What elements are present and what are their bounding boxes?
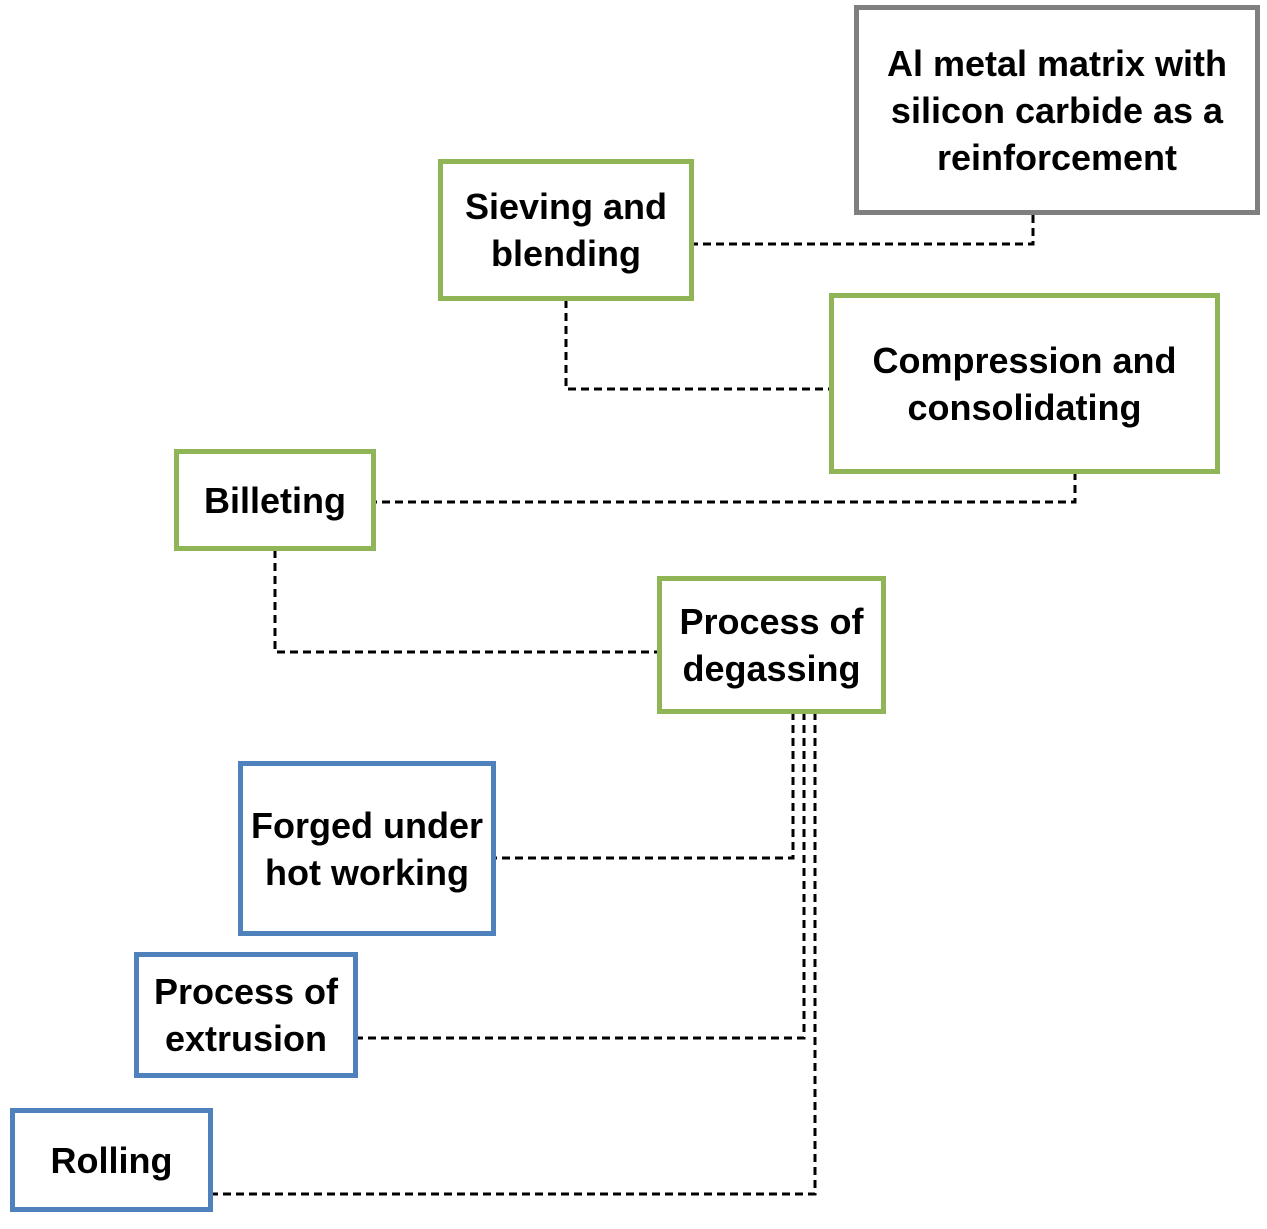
node-compression-label: Compression and consolidating <box>872 339 1177 428</box>
node-billeting: Billeting <box>174 449 376 551</box>
node-forged-label: Forged under hot working <box>251 804 483 893</box>
node-source-label: Al metal matrix with silicon carbide as … <box>886 42 1228 178</box>
node-rolling: Rolling <box>10 1108 213 1212</box>
node-billeting-label: Billeting <box>204 479 346 521</box>
node-sieving: Sieving and blending <box>438 159 694 301</box>
node-extrusion: Process of extrusion <box>134 952 358 1078</box>
connector-degassing-extrusion <box>356 712 806 1040</box>
connector-source-sieving <box>693 215 1035 246</box>
connector-billeting-degassing <box>273 550 659 654</box>
node-sieving-label: Sieving and blending <box>464 186 668 274</box>
connector-degassing-rolling <box>211 712 817 1196</box>
node-source: Al metal matrix with silicon carbide as … <box>854 5 1260 215</box>
node-forged: Forged under hot working <box>238 761 496 936</box>
node-extrusion-label: Process of extrusion <box>153 971 339 1059</box>
node-degassing-label: Process of degassing <box>679 601 864 689</box>
connector-sieving-compression <box>564 300 831 391</box>
node-degassing: Process of degassing <box>657 576 886 714</box>
connector-degassing-forged <box>494 712 795 860</box>
connector-compression-billeting <box>375 472 1077 504</box>
node-compression: Compression and consolidating <box>829 293 1220 474</box>
node-rolling-label: Rolling <box>50 1139 173 1181</box>
